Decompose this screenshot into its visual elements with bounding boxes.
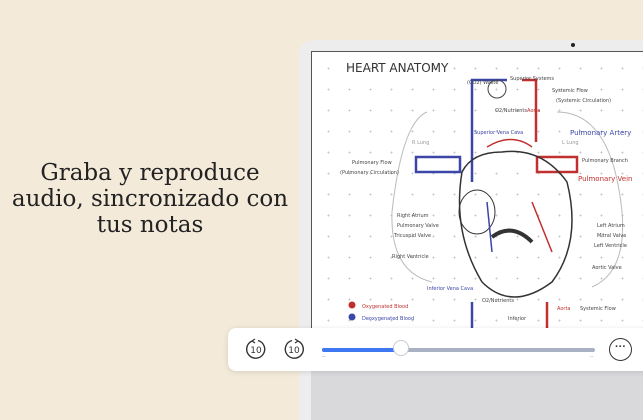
label: (Pulmonary Circulation) (340, 170, 399, 176)
note-title: HEART ANATOMY (346, 61, 449, 75)
legend-label: Deoxygenated Blood (362, 316, 414, 322)
label: Pulmonary Artery (570, 129, 631, 137)
label: Left Ventricle (594, 243, 627, 249)
label: R Lung (412, 140, 429, 146)
flow-arrow (486, 201, 493, 253)
left-lung-outline (556, 111, 624, 288)
heart-outline (458, 150, 573, 298)
legend-label: Oxygenated Blood (362, 304, 408, 310)
label: Systemic Flow (580, 306, 616, 312)
oxygenated-legend-dot (348, 301, 356, 309)
aorta-line (522, 78, 538, 142)
label: Right Atrium (397, 213, 429, 219)
label: Pulmonary Flow (352, 160, 392, 166)
label: Superior Systems (510, 76, 554, 82)
camera-dot (571, 43, 575, 47)
flow-arrow (531, 201, 553, 253)
label: Left Atrium (597, 223, 625, 229)
label: (Systemic Circulation) (556, 98, 611, 104)
label: Superior Vena Cava (474, 130, 523, 136)
label: L Lung (562, 140, 579, 146)
label: Aortic Valve (592, 265, 622, 271)
label: Pulmonary Vein (578, 175, 633, 183)
label: Pulmonary Valve (397, 223, 439, 229)
label: Tricuspid Valve (393, 233, 431, 239)
rewind-10-button[interactable]: 10 (244, 337, 268, 361)
pulmonary-right-vessel (535, 155, 579, 174)
playback-progress (322, 348, 402, 352)
deoxygenated-legend-dot (348, 313, 356, 321)
playback-thumb[interactable] (393, 340, 410, 356)
note-canvas[interactable]: HEART ANATOMY (CO2) Waste Superior Syste… (311, 51, 643, 333)
right-lung-outline (391, 111, 433, 283)
rewind-icon: 10 (246, 338, 266, 359)
right-atrium-shape (458, 189, 496, 235)
label: (CO2) Waste (467, 80, 498, 86)
pulmonary-left-vessel (414, 155, 462, 174)
more-options-button[interactable]: ··· (609, 338, 632, 361)
audio-player: 10 10 -- -- ··· (228, 328, 643, 371)
label: Systemic Flow (552, 88, 588, 94)
rewind-label: 10 (250, 346, 262, 356)
playback-slider[interactable] (322, 340, 595, 356)
forward-label: 10 (288, 346, 300, 356)
flow-arrow (486, 138, 533, 148)
label: Inferior Vena Cava (427, 286, 473, 292)
headline: Graba y reproduce audio, sincronizado co… (11, 160, 289, 238)
label: Right Ventricle (392, 254, 429, 260)
label: Mitral Valve (597, 233, 626, 239)
ellipsis-icon: ··· (615, 341, 626, 353)
label: Aorta (557, 306, 570, 312)
elapsed-time: -- (322, 354, 326, 360)
systems-circle (487, 79, 507, 99)
valve-shape (490, 228, 534, 244)
label: Aorta (527, 108, 540, 114)
label: Inferior (508, 316, 527, 322)
label: O2/Nutrients (495, 108, 527, 114)
forward-icon: 10 (284, 338, 304, 359)
forward-10-button[interactable]: 10 (282, 337, 306, 361)
label: Pulmonary Branch (582, 158, 628, 164)
label: O2/Nutrients (482, 298, 514, 304)
heart-diagram: HEART ANATOMY (CO2) Waste Superior Syste… (340, 61, 633, 332)
remaining-time: -- (590, 354, 594, 360)
